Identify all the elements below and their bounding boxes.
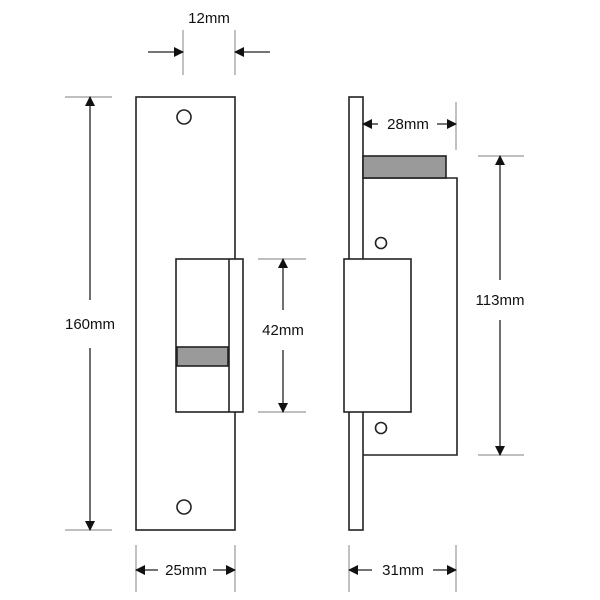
screw-hole-bottom: [176, 499, 192, 515]
side-hole-bottom: [374, 421, 388, 435]
dim-12mm: 12mm: [188, 10, 230, 27]
dim-113mm: 113mm: [476, 292, 525, 309]
dim-31mm: 31mm: [382, 562, 424, 579]
screw-hole-top: [176, 109, 192, 125]
front-latch: [176, 346, 229, 367]
front-keeper: [175, 258, 244, 413]
dim-25mm: 25mm: [165, 562, 207, 579]
side-hole-top: [374, 236, 388, 250]
dim-28mm: 28mm: [387, 116, 429, 133]
side-latch: [362, 155, 447, 179]
dim-42mm: 42mm: [262, 322, 304, 339]
dim-160mm: 160mm: [65, 316, 115, 333]
side-keeper: [343, 258, 412, 413]
